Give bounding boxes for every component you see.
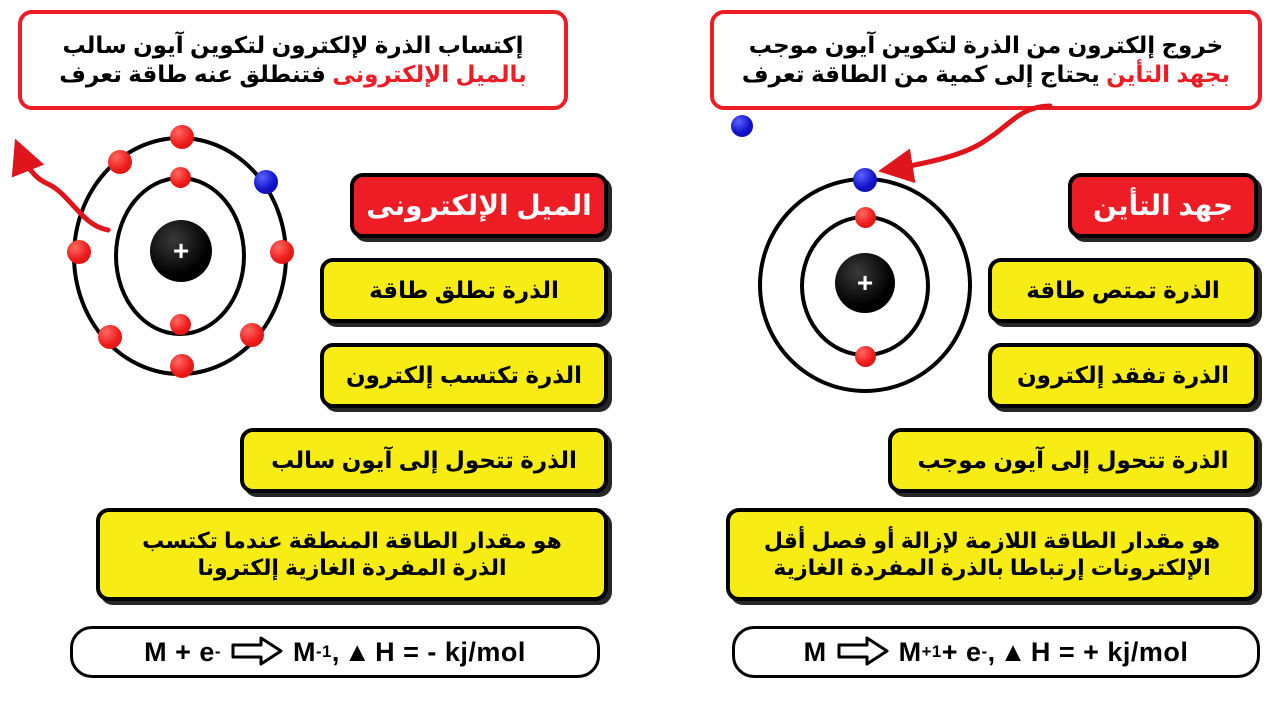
left-title-bar-label: الميل الإلكترونى (366, 189, 592, 221)
left-outer-electron-6 (240, 323, 264, 347)
left-inner-electron-bottom (170, 314, 191, 335)
left-eq-enthalpy: H = - kj/mol (375, 636, 526, 667)
right-atom-nucleus: + (835, 253, 895, 313)
right-fact-bar-1: الذرة تمتص طاقة (988, 258, 1258, 323)
right-eq-plus-electron: + e (941, 636, 982, 667)
left-outer-electron-5 (170, 354, 194, 378)
left-fact-label-3: الذرة تتحول إلى آيون سالب (271, 446, 577, 473)
left-definition-bar: هو مقدار الطاقة المنطقة عندما تكتسب الذر… (96, 508, 608, 601)
left-callout-line-2: بالميل الإلكترونى فتنطلق عنه طاقة تعرف (59, 60, 527, 89)
left-callout-line-2-plain: فتنطلق عنه طاقة تعرف (59, 61, 326, 87)
right-nucleus-plus-sign: + (856, 267, 874, 298)
left-eq-reactant: M + e (144, 636, 215, 667)
left-outer-electron-2 (108, 150, 132, 174)
right-equation-bar: M M+1 + e- , ▲ H = + kj/mol (732, 626, 1260, 678)
left-fact-label-1: الذرة تطلق طاقة (369, 276, 559, 303)
right-eq-comma: , (987, 636, 996, 667)
left-definition-line-2: الذرة المفردة الغازية إلكترونا (197, 554, 507, 580)
left-nucleus-plus-sign: + (172, 235, 190, 266)
right-fact-label-2: الذرة تفقد إلكترون (1017, 361, 1229, 388)
left-callout-highlight: بالميل الإلكترونى (332, 61, 527, 87)
left-inner-electron-top (170, 167, 191, 188)
right-fact-label-3: الذرة تتحول إلى آيون موجب (917, 446, 1229, 473)
left-equation-bar: M + e- M-1 , ▲ H = - kj/mol (70, 626, 600, 678)
left-eq-product-charge: -1 (315, 642, 332, 661)
left-fact-label-2: الذرة تكتسب إلكترون (345, 361, 583, 388)
right-atom-diagram: + (752, 165, 982, 395)
right-definition-line-1: هو مقدار الطاقة اللازمة لإزالة أو فصل أق… (763, 528, 1221, 554)
right-definition-bar: هو مقدار الطاقة اللازمة لإزالة أو فصل أق… (726, 508, 1258, 601)
right-eq-electron-charge: - (981, 642, 988, 661)
right-callout-line-1: خروج إلكترون من الذرة لتكوين آيون موجب (748, 31, 1224, 58)
left-atom-nucleus: + (150, 220, 212, 282)
right-inner-electron-bottom (855, 346, 876, 367)
left-electron-arrow-icon (11, 138, 111, 233)
left-fact-bar-1: الذرة تطلق طاقة (320, 258, 608, 323)
right-title-bar: جهد التأين (1068, 173, 1258, 238)
right-definition-line-2: الإلكترونات إرتباطا بالذرة المفردة الغاز… (773, 554, 1211, 580)
left-outer-electron-1 (170, 125, 194, 149)
left-eq-product: M (292, 636, 316, 667)
left-outer-electron-3 (67, 240, 91, 264)
right-fact-label-1: الذرة تمتص طاقة (1026, 276, 1220, 303)
right-equation-arrow-right-icon (837, 636, 889, 673)
right-eq-product-charge: +1 (921, 642, 942, 661)
right-electron-arrow-icon (878, 103, 1053, 184)
left-fact-bar-2: الذرة تكتسب إلكترون (320, 343, 608, 408)
left-definition-line-1: هو مقدار الطاقة المنطقة عندما تكتسب (142, 528, 562, 554)
right-freed-electron (731, 115, 753, 137)
right-title-bar-label: جهد التأين (1092, 189, 1234, 221)
left-outer-electron-blue (254, 170, 278, 194)
left-callout-line-1: إكتساب الذرة لإلكترون لتكوين آيون سالب (62, 31, 524, 58)
left-eq-delta-icon: ▲ (343, 636, 372, 667)
left-definition-callout: إكتساب الذرة لإلكترون لتكوين آيون سالب ب… (18, 10, 568, 110)
right-callout-line-2: بجهد التأين يحتاج إلى كمية من الطاقة تعر… (742, 60, 1230, 89)
right-definition-callout: خروج إلكترون من الذرة لتكوين آيون موجب ب… (710, 10, 1262, 110)
right-fact-bar-3: الذرة تتحول إلى آيون موجب (888, 428, 1258, 493)
left-outer-electron-7 (270, 240, 294, 264)
right-eq-reactant: M (803, 636, 827, 667)
left-fact-bar-3: الذرة تتحول إلى آيون سالب (240, 428, 608, 493)
left-atom-diagram: + (58, 125, 308, 390)
left-equation-arrow-right-icon (231, 636, 283, 673)
right-callout-highlight: بجهد التأين (1106, 61, 1231, 87)
right-eq-enthalpy: H = + kj/mol (1030, 636, 1189, 667)
left-outer-electron-4 (98, 325, 122, 349)
right-fact-bar-2: الذرة تفقد إلكترون (988, 343, 1258, 408)
right-eq-product: M (898, 636, 922, 667)
right-outer-electron-blue (853, 168, 877, 192)
right-callout-line-2-plain: يحتاج إلى كمية من الطاقة تعرف (741, 61, 1100, 87)
right-eq-delta-icon: ▲ (999, 636, 1027, 667)
left-title-bar: الميل الإلكترونى (350, 173, 608, 238)
left-eq-reactant-charge: - (214, 642, 221, 661)
right-inner-electron-top (855, 207, 876, 228)
left-eq-comma: , (331, 636, 340, 667)
